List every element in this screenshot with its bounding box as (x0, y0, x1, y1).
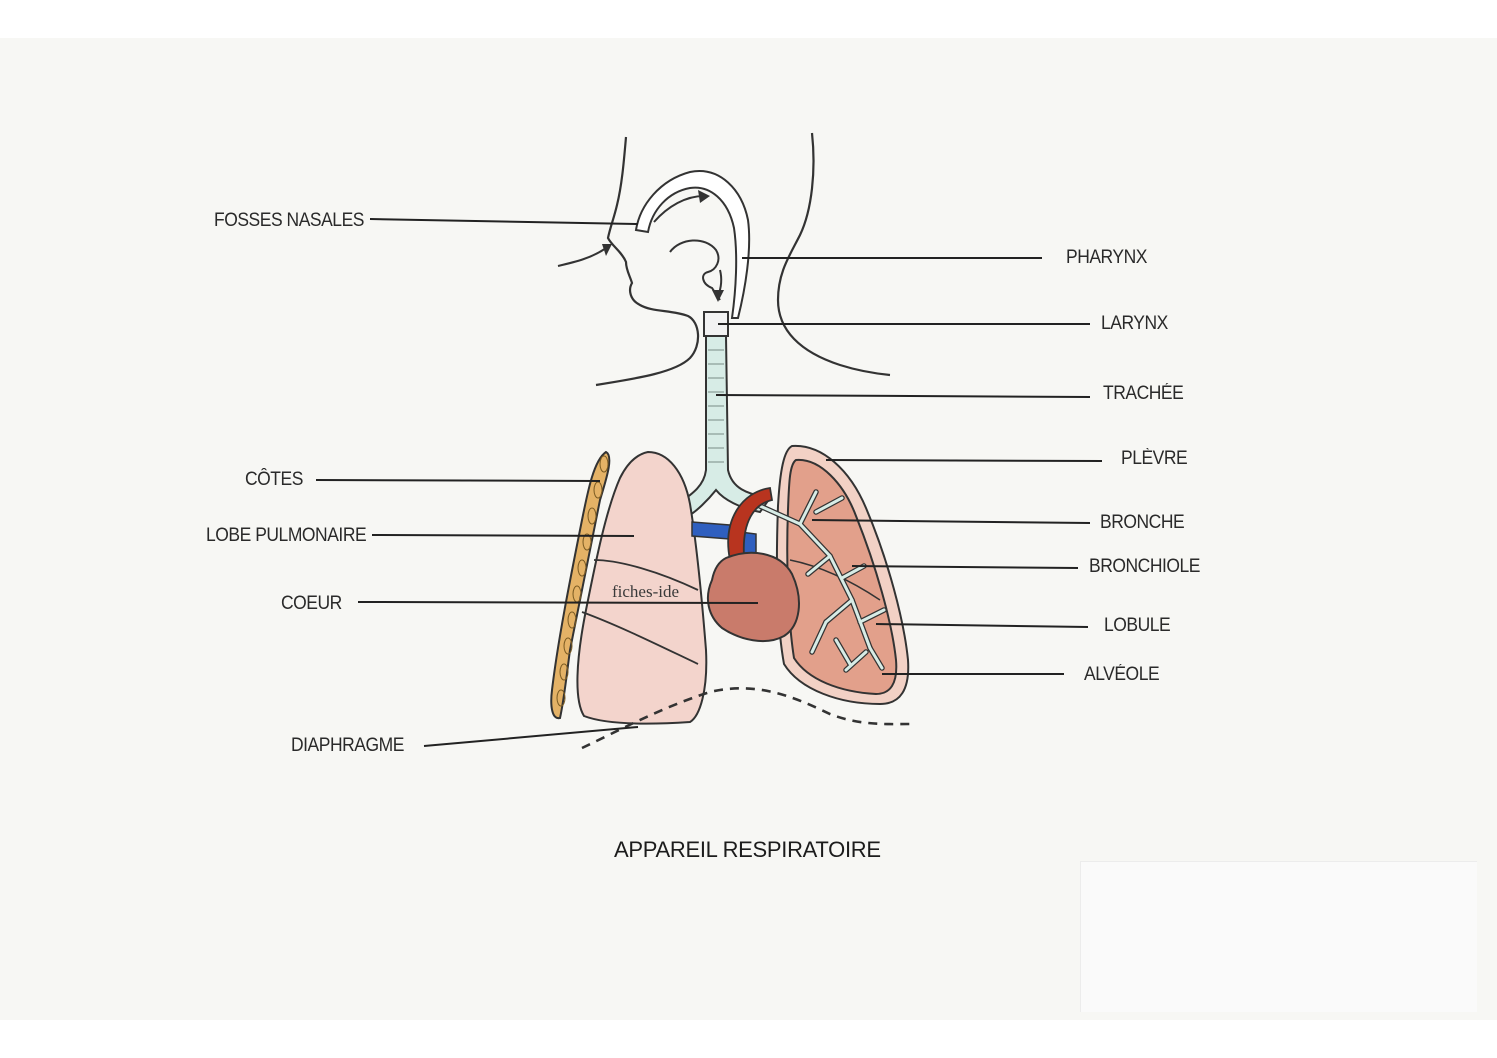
lung-left-fissure (581, 611, 699, 665)
trachea (676, 335, 772, 518)
face-profile (595, 136, 700, 387)
watermark-text: fiches-ide (612, 582, 680, 601)
inhale-arrow (557, 247, 607, 267)
arrow-head (712, 290, 724, 302)
label-alveole: ALVÉOLE (1084, 664, 1160, 685)
neck-back (776, 132, 891, 377)
leader-cotes (315, 479, 601, 482)
tongue-curve (669, 239, 721, 301)
bronchial-tree-fill (758, 490, 886, 672)
leader-bronchiole (851, 565, 1079, 569)
arrow-head (602, 244, 612, 256)
ribs (550, 450, 611, 720)
diaphragm (581, 687, 913, 750)
label-fosses-nasales: FOSSES NASALES (214, 210, 364, 231)
leader-coeur (357, 601, 759, 604)
label-cotes: CÔTES (245, 469, 303, 490)
label-larynx: LARYNX (1101, 313, 1168, 334)
leader-plevre (825, 459, 1103, 462)
signature-area (1080, 861, 1477, 1012)
leader-bronche (811, 519, 1091, 524)
diagram-title: APPAREIL RESPIRATOIRE (614, 837, 881, 862)
lobule-line (789, 559, 881, 601)
label-lobule: LOBULE (1104, 615, 1171, 636)
leader-fosses-nasales (369, 218, 639, 225)
trachea-rings (708, 349, 724, 463)
leader-lines (315, 218, 1103, 747)
leader-diaphragme (423, 726, 639, 747)
label-diaphragme: DIAPHRAGME (291, 735, 404, 756)
leader-trachee (715, 394, 1091, 398)
label-bronchiole: BRONCHIOLE (1089, 556, 1200, 577)
leader-lobule (875, 623, 1089, 628)
arrow-head (698, 190, 710, 203)
heart (706, 551, 800, 643)
label-pharynx: PHARYNX (1066, 247, 1147, 268)
nasal-cavity (634, 170, 751, 319)
leader-lobe-pulmonaire (371, 534, 635, 537)
lung-left-fissure (593, 559, 699, 591)
label-bronche: BRONCHE (1100, 512, 1185, 533)
aorta (727, 486, 774, 562)
diagram-sheet (0, 38, 1497, 1020)
label-plevre: PLÈVRE (1121, 448, 1188, 469)
label-trachee: TRACHÉE (1103, 383, 1184, 404)
label-coeur: COEUR (281, 593, 342, 614)
label-lobe-pulmonaire: LOBE PULMONAIRE (206, 525, 367, 546)
